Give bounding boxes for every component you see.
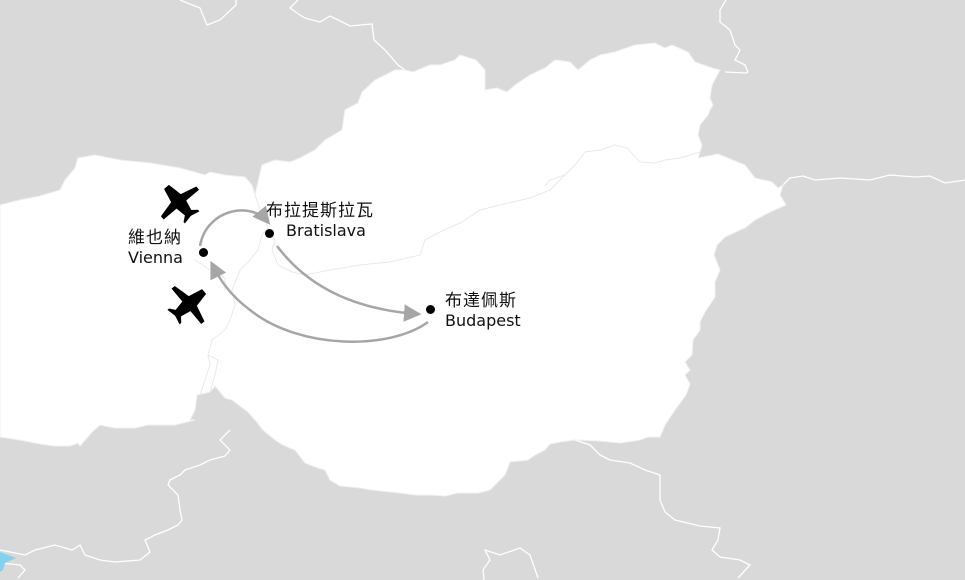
lake [0, 552, 16, 572]
route-budapest-vienna [210, 260, 429, 343]
airplane-icon [160, 184, 200, 224]
city-name-en: Budapest [445, 311, 521, 330]
city-name-en: Bratislava [286, 221, 366, 240]
route-lines [198, 205, 429, 343]
city-label-vienna: 維也納 Vienna [128, 228, 183, 268]
city-name-zh: 布拉提斯拉瓦 [266, 201, 374, 221]
city-dot-vienna[interactable] [199, 248, 208, 257]
city-name-en: Vienna [128, 248, 183, 267]
city-name-zh: 布達佩斯 [445, 291, 517, 311]
city-dot-budapest[interactable] [426, 305, 435, 314]
city-label-bratislava: 布拉提斯拉瓦 Bratislava [266, 201, 374, 241]
highlighted-region [0, 42, 787, 497]
city-dot-bratislava[interactable] [265, 229, 274, 238]
route-vienna-bratislava [198, 205, 271, 247]
city-label-budapest: 布達佩斯 Budapest [445, 291, 521, 331]
airplane-icon [167, 285, 207, 325]
city-name-zh: 維也納 [128, 228, 182, 248]
route-bratislava-budapest [276, 245, 422, 322]
